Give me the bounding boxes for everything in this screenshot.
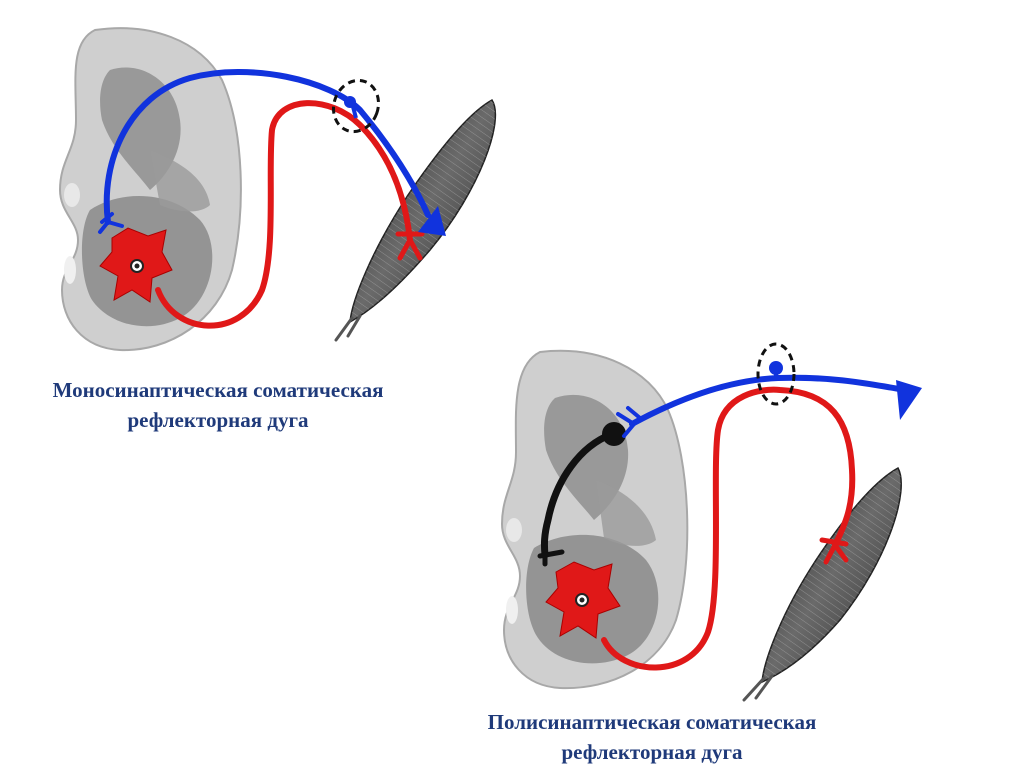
- monosynaptic-caption-line-1: Моносинаптическая соматическая: [0, 375, 436, 405]
- sensory-ganglion-cell: [344, 96, 356, 108]
- central-canal: [64, 183, 80, 207]
- anterior-median-fissure-2: [506, 596, 518, 624]
- nucleolus-2: [580, 598, 585, 603]
- central-canal-2: [506, 518, 522, 542]
- monosynaptic-reflex-arc-diagram: [60, 28, 495, 350]
- monosynaptic-caption: Моносинаптическая соматическая рефлектор…: [0, 375, 436, 435]
- polysynaptic-caption-line-2: рефлекторная дуга: [432, 737, 872, 767]
- polysynaptic-reflex-arc-diagram: [502, 344, 922, 700]
- nucleolus: [135, 264, 140, 269]
- muscle-tendon-2: [744, 676, 772, 700]
- muscle-fibers: [350, 100, 495, 322]
- muscle-fibers-2: [762, 468, 901, 682]
- polysynaptic-caption: Полисинаптическая соматическая рефлектор…: [432, 707, 872, 767]
- sensory-receptor-arrowhead-2: [896, 380, 922, 420]
- sensory-fiber-2: [632, 378, 905, 424]
- polysynaptic-caption-line-1: Полисинаптическая соматическая: [432, 707, 872, 737]
- skeletal-muscle: [336, 100, 495, 340]
- interneuron-soma: [602, 422, 626, 446]
- sensory-ganglion-cell-2: [769, 361, 783, 375]
- monosynaptic-caption-line-2: рефлекторная дуга: [0, 405, 436, 435]
- skeletal-muscle-2: [744, 468, 901, 700]
- muscle-tendon: [336, 316, 360, 340]
- anterior-median-fissure: [64, 256, 76, 284]
